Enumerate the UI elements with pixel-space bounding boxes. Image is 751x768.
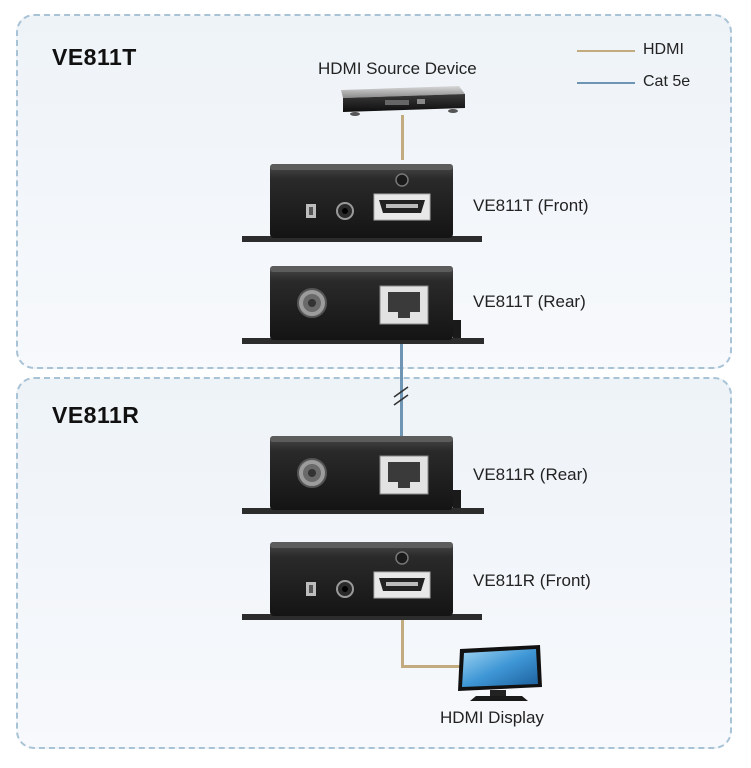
hdmi-cable-source — [401, 115, 404, 160]
cable-break-mark — [393, 386, 409, 406]
ve811r-front-image — [242, 542, 482, 620]
hdmi-source-device-image — [341, 86, 465, 116]
hdmi-display-image — [458, 645, 542, 701]
receiver-section-title: VE811R — [52, 402, 140, 428]
ve811r-rear-label: VE811R (Rear) — [473, 465, 588, 484]
ve811t-rear-image — [242, 266, 484, 344]
hdmi-cable-display-horizontal — [401, 665, 461, 668]
ve811t-front-image — [242, 164, 482, 242]
source-device-label: HDMI Source Device — [318, 59, 477, 78]
legend-hdmi-label: HDMI — [643, 41, 684, 58]
ve811t-front-label: VE811T (Front) — [473, 196, 589, 215]
transmitter-section-title: VE811T — [52, 44, 137, 70]
ve811r-front-label: VE811R (Front) — [473, 571, 591, 590]
legend-cat5e-label: Cat 5e — [643, 73, 691, 90]
hdmi-display-label: HDMI Display — [440, 708, 544, 727]
ve811r-rear-image — [242, 436, 484, 514]
legend-hdmi-line — [577, 50, 635, 52]
ve811t-rear-label: VE811T (Rear) — [473, 292, 586, 311]
hdmi-cable-display-vertical — [401, 612, 404, 667]
legend-cat5e-line — [577, 82, 635, 84]
